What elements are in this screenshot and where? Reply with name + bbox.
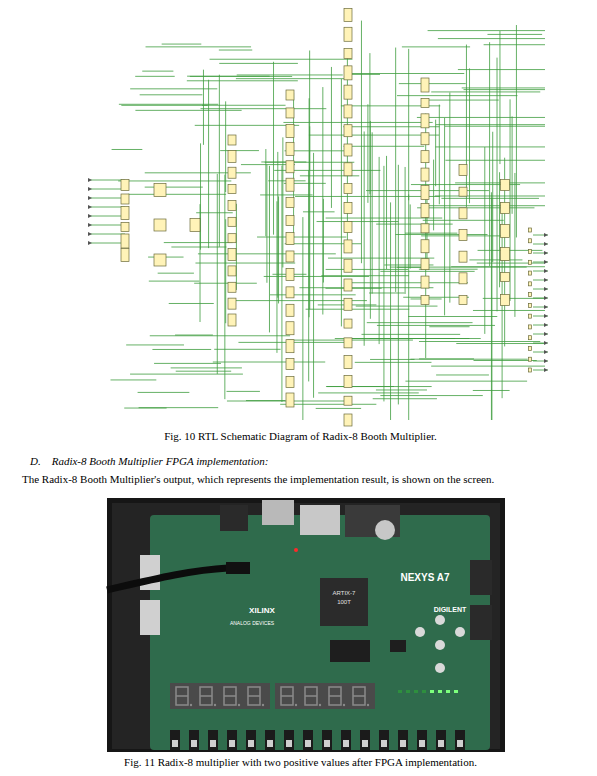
figure-caption: Fig. 11 Radix-8 multiplier with two posi… [2,756,597,769]
board-logo: DIGILENT [415,606,485,614]
chip-marking: ARTIX-7 [320,590,368,597]
body-paragraph: The Radix-8 Booth Multiplier's output, w… [22,473,582,486]
figure-caption: Fig. 10 RTL Schematic Diagram of Radix-8… [2,430,597,443]
schematic-cells [121,9,532,427]
rtl-schematic [0,0,597,430]
board-name: NEXYS A7 [380,572,470,584]
section-heading: D. Radix-8 Booth Multiplier FPGA impleme… [30,455,570,468]
schematic-wires [88,21,548,420]
chip-marking: 100T [320,599,368,606]
board-logo: ANALOG DEVICES [212,620,292,626]
board-logo: XILINX [222,606,302,616]
